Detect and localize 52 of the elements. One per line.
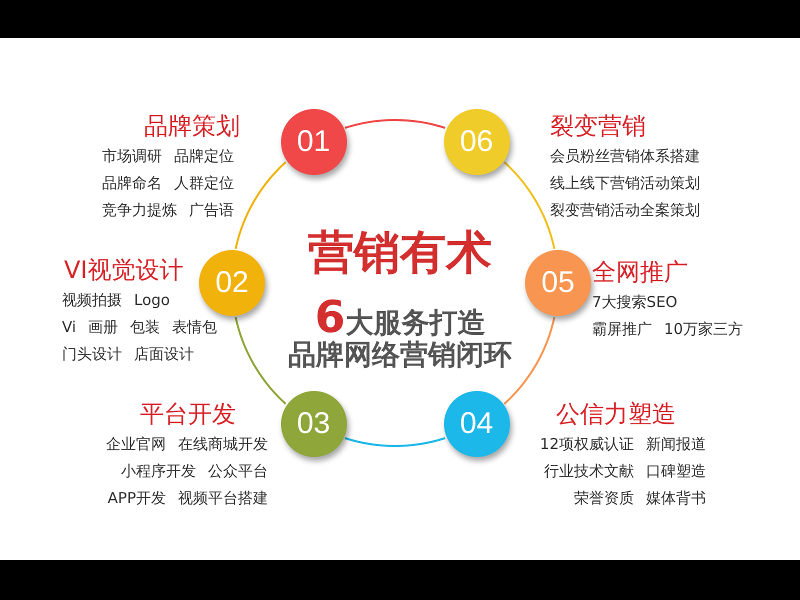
- service-heading: 品牌策划: [144, 111, 240, 142]
- number-circle: 05: [525, 250, 591, 316]
- service-heading: 裂变营销: [550, 111, 646, 142]
- center-title: 营销有术: [307, 224, 493, 281]
- service-item: 小程序开发: [121, 461, 196, 482]
- service-item: Vi: [62, 317, 76, 338]
- service-item: 7大搜索SEO: [592, 292, 678, 313]
- service-item: 表情包: [172, 317, 218, 338]
- service-item: 包装: [130, 317, 160, 338]
- service-item: 在线商城开发: [178, 434, 268, 455]
- service-item: 广告语: [189, 200, 234, 221]
- ring-arc: [234, 161, 286, 250]
- service-heading: 公信力塑造: [556, 399, 676, 430]
- number-circle: 01: [280, 108, 346, 175]
- service-item: 裂变营销活动全案策划: [550, 200, 700, 221]
- ring-arc: [504, 316, 556, 405]
- service-item: 公众平台: [208, 461, 268, 482]
- service-item: 品牌定位: [174, 146, 234, 167]
- service-item: 霸屏推广: [592, 319, 652, 340]
- service-item: 会员粉丝营销体系搭建: [550, 146, 700, 167]
- service-item: 门头设计: [62, 344, 122, 365]
- number-circle: 06: [444, 108, 510, 175]
- ring-arc: [344, 437, 446, 447]
- service-item: 12项权威认证: [540, 434, 634, 455]
- service-item: 视频平台搭建: [178, 488, 268, 509]
- service-item: 品牌命名: [102, 173, 162, 194]
- service-item: 企业官网: [106, 434, 166, 455]
- service-item: 竞争力提炼: [102, 200, 177, 221]
- service-item: 店面设计: [134, 344, 194, 365]
- service-item: 10万家三方: [664, 319, 744, 340]
- service-item: 画册: [88, 317, 118, 338]
- service-item: 口碑塑造: [646, 461, 706, 482]
- ring-arc: [344, 119, 446, 129]
- center-title: 品牌网络营销闭环: [287, 337, 513, 373]
- number-circle: 03: [280, 391, 346, 458]
- number-circle: 04: [444, 391, 510, 458]
- service-item: 市场调研: [102, 146, 162, 167]
- service-item: 人群定位: [174, 173, 234, 194]
- service-item: 媒体背书: [646, 488, 706, 509]
- service-item: 荣誉资质: [574, 488, 634, 509]
- ring-arc: [234, 316, 286, 405]
- service-item: Logo: [134, 290, 170, 311]
- service-heading: 平台开发: [140, 399, 236, 430]
- ring-arc: [504, 161, 556, 250]
- service-heading: VI视觉设计: [64, 255, 184, 286]
- service-item: 行业技术文献: [544, 461, 634, 482]
- service-item: 视频拍摄: [62, 290, 122, 311]
- service-item: 新闻报道: [646, 434, 706, 455]
- service-heading: 全网推广: [592, 257, 688, 288]
- service-item: APP开发: [108, 488, 166, 509]
- service-item: 线上线下营销活动策划: [550, 173, 700, 194]
- number-circle: 02: [199, 250, 265, 316]
